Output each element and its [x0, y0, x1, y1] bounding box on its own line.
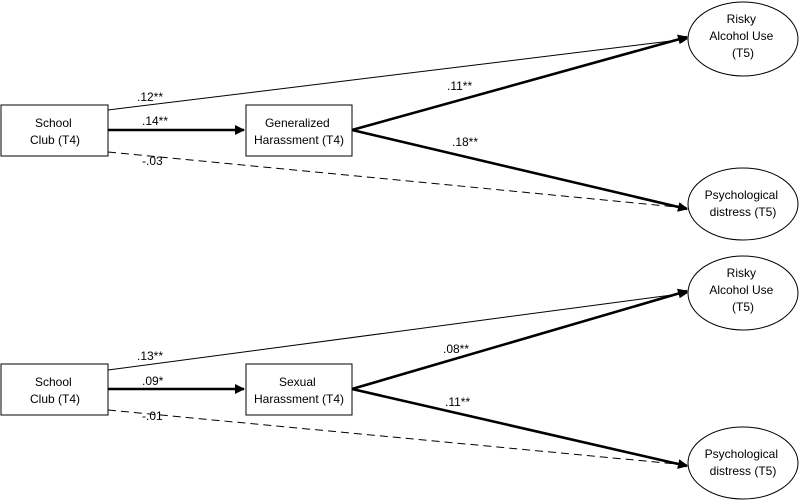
path-club-to-alcohol [107, 290, 688, 371]
coef-harassment-distress: .11** [445, 395, 470, 409]
path-harassment-to-distress [351, 128, 688, 212]
coef-harassment-alcohol: .11** [447, 79, 472, 93]
panel-sexual: School Club (T4) Sexual Harassment (T4) … [0, 255, 799, 500]
mediator-box [245, 104, 353, 157]
path-club-to-distress [107, 409, 688, 468]
svg-text:Sexual Harassment (T4): Sexual Harassment (T4) [254, 375, 344, 406]
svg-text:Psychological distress (: Psychological distress (T5) [705, 447, 782, 478]
coef-direct-distress: -.03 [142, 154, 163, 168]
predictor-label-line1: School [35, 116, 72, 130]
mediator-label-line2: Harassment (T4) [254, 392, 344, 406]
outcome-alcohol-line2: Alcohol Use [709, 283, 773, 297]
outcome-distress-line1: Psychological [705, 447, 778, 461]
svg-text:Psychological distress (: Psychological distress (T5) [705, 188, 782, 219]
svg-text:Risky Alcohol Use: Risky Alcohol Use (T5) [709, 266, 776, 314]
coef-direct-alcohol: .13** [137, 349, 163, 363]
mediator-label-line1: Sexual [279, 375, 316, 389]
outcome-distress-ellipse [687, 167, 799, 241]
mediator-label-line2: Harassment (T4) [254, 133, 344, 147]
outcome-distress-line2: distress (T5) [710, 464, 777, 478]
path-harassment-to-distress [351, 387, 688, 469]
path-harassment-to-alcohol [351, 34, 688, 132]
predictor-label-line2: Club (T4) [30, 133, 80, 147]
outcome-distress-line1: Psychological [705, 188, 778, 202]
path-club-to-distress [107, 151, 688, 211]
predictor-box [0, 104, 109, 157]
coef-club-harassment: .09* [142, 374, 164, 388]
outcome-alcohol-line1: Risky [727, 12, 756, 26]
outcome-alcohol-line2: Alcohol Use [709, 29, 773, 43]
svg-text:School Club (T4): School Club (T4) [30, 375, 80, 406]
outcome-alcohol-line3: (T5) [732, 46, 754, 60]
mediator-box [245, 363, 353, 416]
svg-text:School Club (T4): School Club (T4) [30, 116, 80, 147]
coef-club-harassment: .14** [142, 114, 168, 128]
coef-direct-alcohol: .12** [137, 90, 163, 104]
coef-harassment-distress: .18** [452, 135, 478, 149]
outcome-distress-ellipse [687, 426, 799, 500]
outcome-alcohol-line3: (T5) [732, 300, 754, 314]
panel-generalized: School Club (T4) Generalized Harassment … [0, 1, 799, 241]
outcome-alcohol-ellipse [687, 1, 799, 77]
svg-text:Risky Alcohol Use: Risky Alcohol Use (T5) [709, 12, 776, 60]
coef-harassment-alcohol: .08** [443, 342, 469, 356]
path-club-to-alcohol [107, 36, 688, 111]
mediator-label-line1: Generalized [265, 116, 330, 130]
coef-direct-distress: -.01 [142, 409, 163, 423]
predictor-label-line2: Club (T4) [30, 392, 80, 406]
outcome-distress-line2: distress (T5) [710, 205, 777, 219]
outcome-alcohol-ellipse [687, 255, 799, 331]
path-harassment-to-alcohol [351, 288, 688, 391]
svg-text:Generalized Harassment (: Generalized Harassment (T4) [254, 116, 344, 147]
outcome-alcohol-line1: Risky [727, 266, 756, 280]
predictor-box [0, 363, 109, 416]
predictor-label-line1: School [35, 375, 72, 389]
